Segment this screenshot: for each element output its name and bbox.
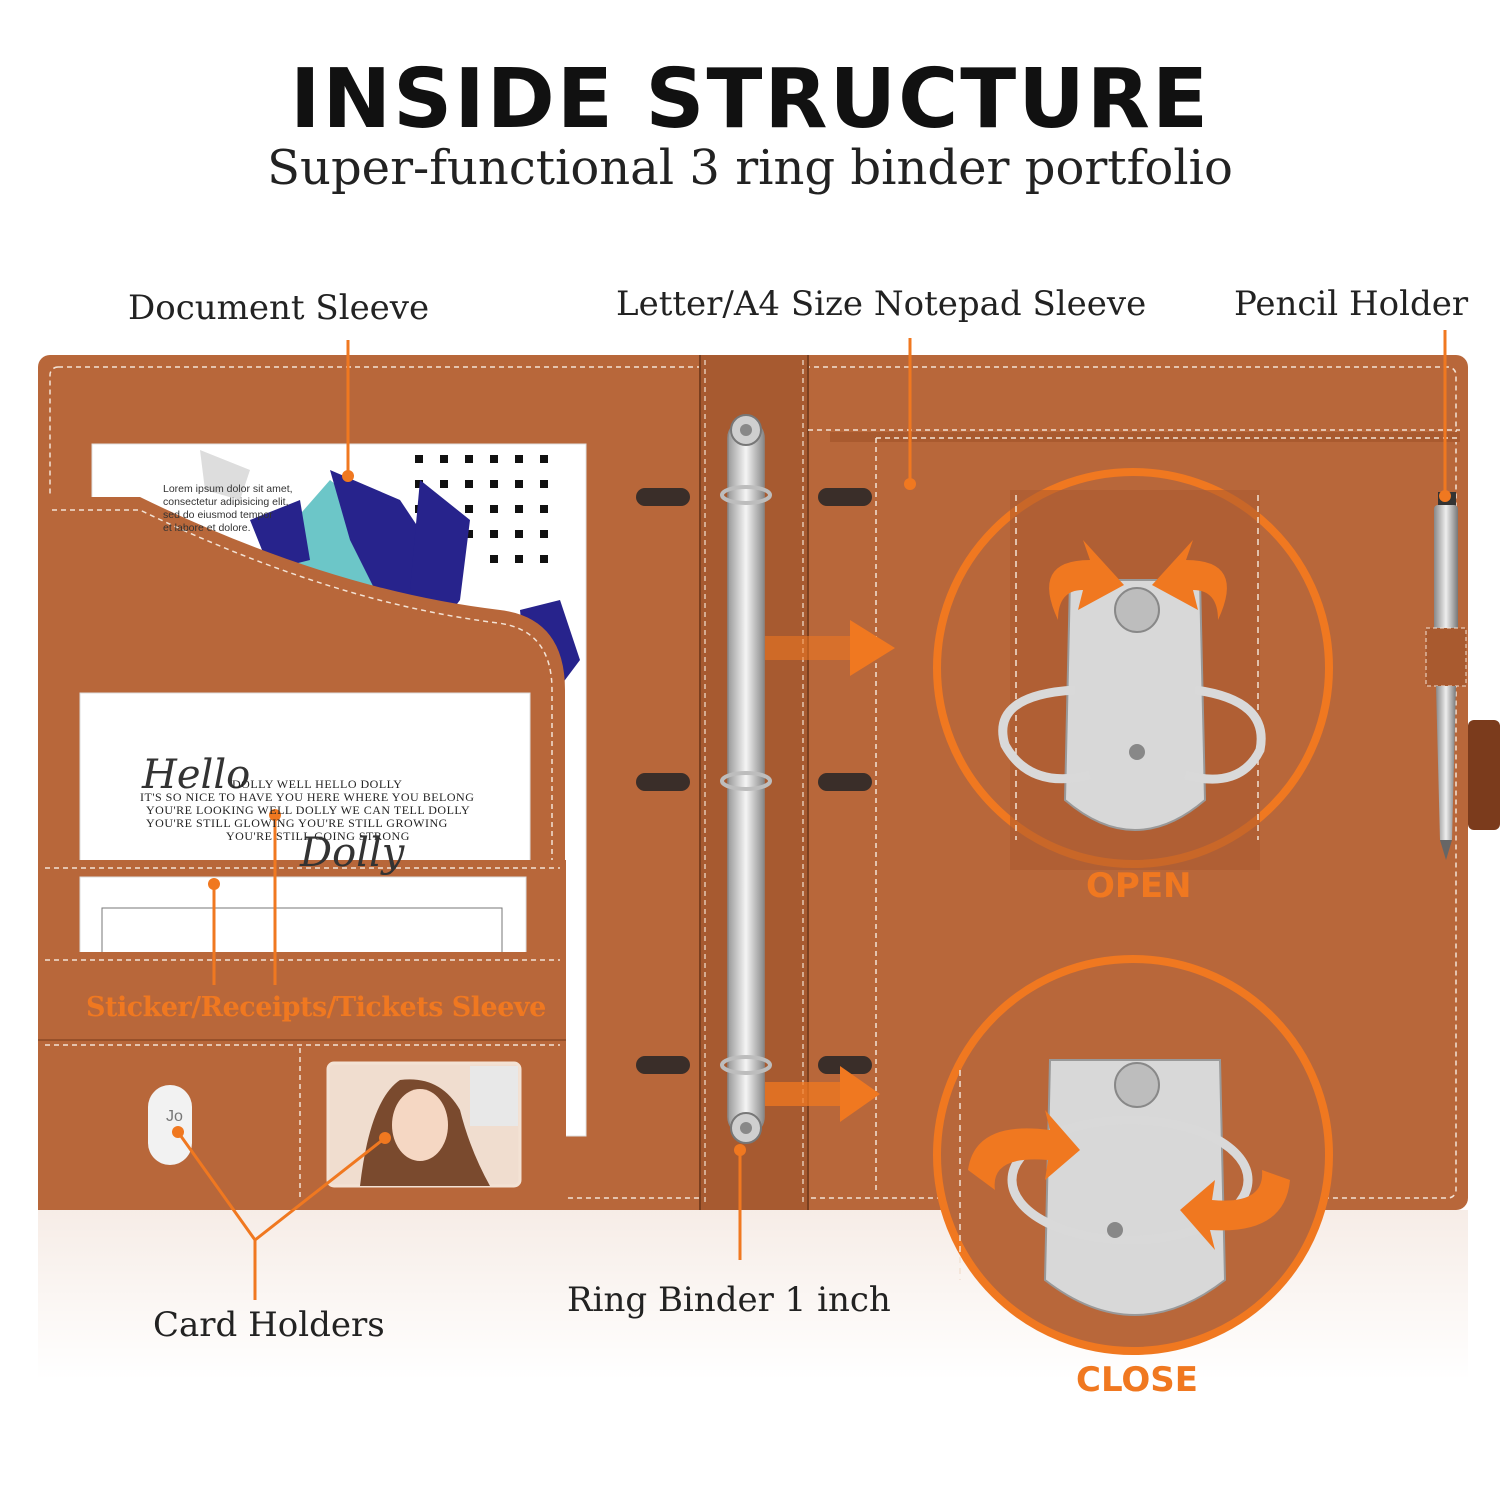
close-arrow-left <box>968 1110 1080 1190</box>
receipt-paper <box>79 876 527 963</box>
label-open: OPEN <box>1086 866 1192 906</box>
hello-line: YOU'RE STILL GLOWING YOU'RE STILL GROWIN… <box>146 816 448 830</box>
hello-card-text: DOLLY WELL HELLO DOLLY IT'S SO NICE TO H… <box>140 778 474 843</box>
paper-line: Lorem ipsum dolor sit amet, <box>163 483 293 495</box>
paper-line: et labore et dolore. <box>163 522 251 534</box>
hello-script-top: Hello <box>142 752 251 798</box>
paper-line: consectetur adipisicing elit, <box>163 496 289 508</box>
hello-line: YOU'RE STILL GOING STRONG <box>226 829 410 843</box>
clasp <box>1468 720 1500 830</box>
hello-line: IT'S SO NICE TO HAVE YOU HERE WHERE YOU … <box>140 790 475 804</box>
label-sticker-sleeve: Sticker/Receipts/Tickets Sleeve <box>86 992 546 1023</box>
label-card-holders: Card Holders <box>153 1305 385 1345</box>
card-stub-text: Jo <box>166 1108 183 1125</box>
close-pointer-arrow <box>840 1066 880 1122</box>
hello-line: YOU'RE LOOKING WELL DOLLY WE CAN TELL DO… <box>146 803 471 817</box>
page-title: INSIDE STRUCTURE <box>290 52 1210 147</box>
hello-script-bottom: Dolly <box>300 830 405 876</box>
hello-line: DOLLY WELL HELLO DOLLY <box>232 777 403 791</box>
page-subtitle: Super-functional 3 ring binder portfolio <box>267 140 1233 196</box>
label-ring-binder: Ring Binder 1 inch <box>567 1280 891 1320</box>
ring-mechanism <box>727 419 765 1136</box>
label-document-sleeve: Document Sleeve <box>128 288 430 328</box>
label-notepad-sleeve: Letter/A4 Size Notepad Sleeve <box>616 284 1147 324</box>
close-arrow-right <box>1180 1170 1290 1250</box>
label-pencil-holder: Pencil Holder <box>1234 284 1469 324</box>
card-slot <box>148 1085 192 1165</box>
open-pointer-arrow <box>850 620 895 676</box>
pen <box>1434 505 1458 655</box>
open-arrow-left <box>1049 540 1124 620</box>
hello-card <box>79 692 531 869</box>
paper-line: sed do eiusmod tempor <box>163 509 273 521</box>
document-paper-text: Lorem ipsum dolor sit amet, consectetur … <box>163 483 293 535</box>
label-close: CLOSE <box>1076 1360 1199 1400</box>
open-arrow-right <box>1152 540 1227 620</box>
